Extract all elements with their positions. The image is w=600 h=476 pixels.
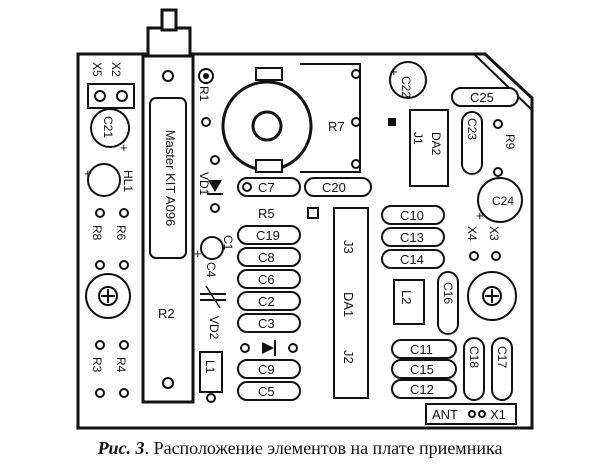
capacitor-c21 (90, 108, 130, 148)
figure-number: Рис. 3 (97, 438, 145, 458)
label-r3: R3 (90, 357, 104, 373)
label-c18: C18 (467, 346, 481, 368)
capacitor-stack (237, 225, 301, 401)
label-x3: X3 (487, 226, 501, 241)
chip-da1 (333, 207, 369, 399)
capacitor-c12 (391, 379, 457, 399)
capacitor-c16 (437, 271, 459, 335)
label-r9: R9 (503, 134, 517, 150)
capacitor-c20 (304, 177, 372, 197)
capacitor-c14 (381, 249, 445, 269)
capacitor-c1 (200, 236, 224, 260)
svg-text:+: + (476, 208, 484, 223)
board-corner-line (473, 53, 533, 111)
label-c20: C20 (322, 180, 346, 195)
capacitor-c24 (477, 177, 523, 223)
label-j2: J2 (341, 350, 356, 364)
label-c3: C3 (258, 316, 275, 331)
capacitor-c23 (461, 111, 483, 175)
label-c7: C7 (258, 180, 275, 195)
label-x4: X4 (465, 226, 479, 241)
label-da1: DA1 (341, 292, 356, 317)
chip-da2 (409, 109, 449, 187)
capacitor-c7 (237, 177, 301, 197)
label-r2: R2 (158, 306, 175, 321)
label-c6: C6 (258, 272, 275, 287)
label-c22: C22 (399, 76, 413, 98)
svg-text:+: + (120, 140, 128, 155)
label-j3: J3 (341, 240, 356, 254)
label-vd2: VD2 (207, 316, 221, 340)
label-c4: C4 (204, 262, 218, 278)
label-c21: C21 (101, 116, 115, 138)
label-c24: C24 (492, 194, 514, 208)
label-l1: L1 (203, 360, 217, 374)
label-c14: C14 (400, 252, 424, 267)
capacitor-c13 (381, 227, 445, 247)
capacitor-c11 (391, 339, 457, 359)
label-c9: C9 (258, 362, 275, 377)
label-r5: R5 (258, 206, 275, 221)
antenna-header (146, 26, 192, 58)
label-vd1: VD1 (197, 172, 211, 196)
label-r8: R8 (90, 225, 104, 241)
label-j1: J1 (411, 132, 425, 145)
label-c23: C23 (465, 118, 479, 140)
label-x2: X2 (109, 62, 123, 77)
inductor-l1 (199, 351, 223, 393)
label-r7: R7 (328, 119, 345, 134)
label-c19: C19 (256, 228, 280, 243)
label-c11: C11 (410, 342, 433, 357)
pcb-name-text: Master KIT A096 (163, 130, 178, 227)
svg-text:+: + (390, 64, 398, 79)
label-c13: C13 (400, 230, 424, 245)
label-c12: C12 (410, 382, 434, 397)
svg-text:+: + (84, 166, 92, 181)
label-c15: C15 (410, 362, 434, 377)
label-c17: C17 (495, 346, 509, 368)
capacitor-c25 (451, 87, 519, 107)
figure-caption: Рис. 3. Расположение элементов на плате … (0, 438, 600, 459)
label-c25: C25 (470, 90, 494, 105)
label-da2: DA2 (429, 132, 443, 156)
capacitor-c22 (389, 61, 427, 99)
label-ant: ANT (432, 407, 458, 422)
label-c8: C8 (258, 250, 275, 265)
label-r1: R1 (197, 86, 211, 102)
capacitor-c18 (463, 337, 485, 401)
svg-text:+: + (194, 246, 202, 261)
label-c5: C5 (258, 384, 275, 399)
label-c1: C1 (221, 235, 235, 251)
label-x1: X1 (490, 407, 506, 422)
label-l2: L2 (399, 290, 414, 304)
label-r6: R6 (114, 225, 128, 241)
figure-caption-text: . Расположение элементов на плате приемн… (144, 438, 503, 458)
inductor-l2 (393, 279, 425, 325)
led-hl1 (87, 163, 121, 197)
label-x5: X5 (90, 62, 104, 77)
label-r4: R4 (114, 357, 128, 373)
label-c10: C10 (400, 208, 424, 223)
capacitor-c15 (391, 359, 457, 379)
label-c2: C2 (258, 294, 275, 309)
label-hl1: HL1 (121, 170, 135, 192)
capacitor-c10 (381, 205, 445, 225)
capacitor-c17 (491, 337, 513, 401)
label-c16: C16 (441, 282, 455, 304)
